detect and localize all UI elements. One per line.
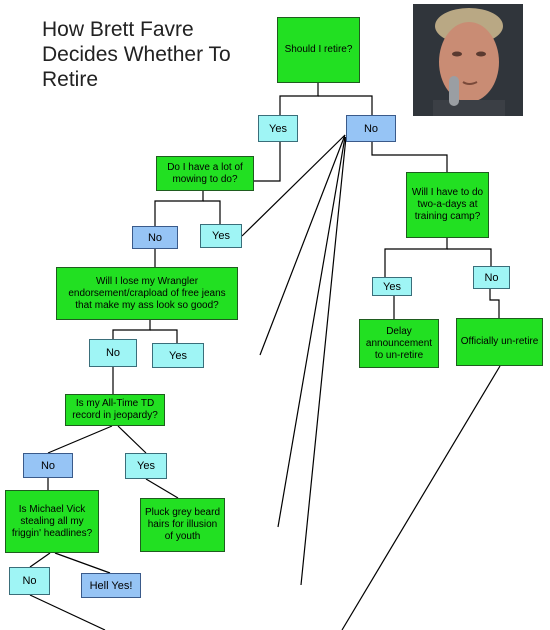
node-yes-4: Yes xyxy=(125,453,167,479)
portrait-image xyxy=(413,4,523,116)
node-yes-3: Yes xyxy=(152,343,204,368)
node-td-record: Is my All-Time TD record in jeopardy? xyxy=(65,394,165,426)
node-officially: Officially un-retire xyxy=(456,318,543,366)
node-two-a-days: Will I have to do two-a-days at training… xyxy=(406,172,489,238)
node-no-3: No xyxy=(89,339,137,367)
portrait-photo xyxy=(413,4,523,116)
node-pluck: Pluck grey beard hairs for illusion of y… xyxy=(140,498,225,552)
node-delay: Delay announcement to un-retire xyxy=(359,319,439,368)
node-no-6: No xyxy=(473,266,510,289)
node-hell-yes: Hell Yes! xyxy=(81,573,141,598)
node-no-4: No xyxy=(23,453,73,478)
node-wrangler: Will I lose my Wrangler endorsement/crap… xyxy=(56,267,238,320)
node-yes-6: Yes xyxy=(372,277,412,296)
node-yes-1: Yes xyxy=(258,115,298,142)
node-no-1: No xyxy=(346,115,396,142)
node-no-5: No xyxy=(9,567,50,595)
node-should-retire: Should I retire? xyxy=(277,17,360,83)
node-yes-2: Yes xyxy=(200,224,242,248)
node-no-2: No xyxy=(132,226,178,249)
node-mowing: Do I have a lot of mowing to do? xyxy=(156,156,254,191)
node-vick: Is Michael Vick stealing all my friggin'… xyxy=(5,490,99,553)
diagram-title: How Brett Favre Decides Whether To Retir… xyxy=(42,18,231,91)
